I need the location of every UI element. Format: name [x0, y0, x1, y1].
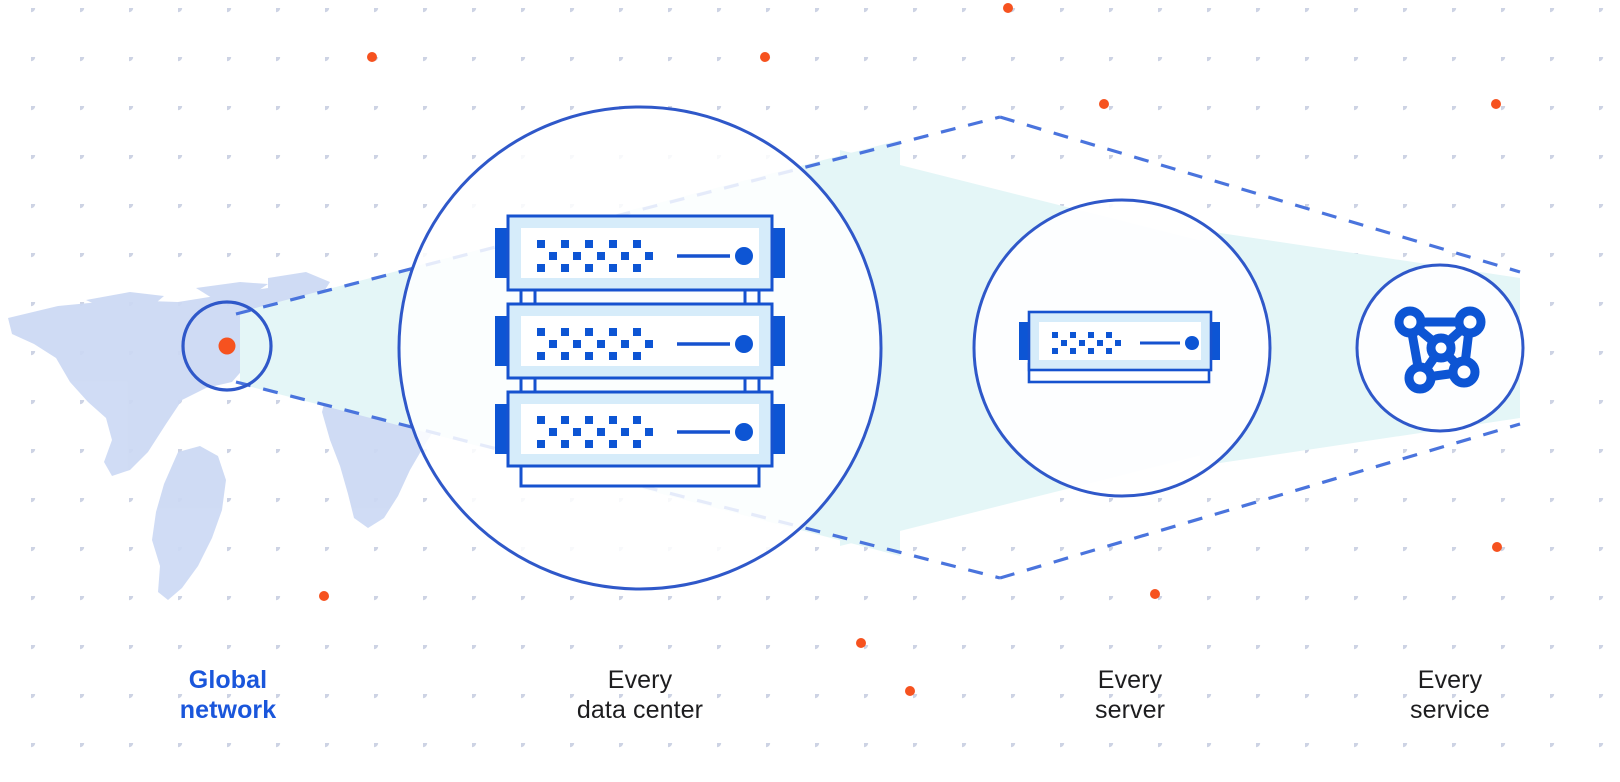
global-network-marker	[218, 337, 236, 355]
stage-bubble-global-network	[181, 300, 273, 392]
accent-dot	[1491, 99, 1501, 109]
server-unit	[495, 302, 785, 380]
service-mesh-nodes	[1394, 306, 1486, 394]
accent-dot	[760, 52, 770, 62]
server-rack-icon	[495, 214, 785, 488]
server-vent-grid	[537, 240, 653, 272]
single-server-icon	[1019, 310, 1220, 384]
server-status-led	[735, 423, 753, 441]
mesh-node-center	[1426, 333, 1456, 363]
accent-dot	[856, 638, 866, 648]
server-unit	[495, 390, 785, 468]
accent-dot	[905, 686, 915, 696]
dashed-line-upper-dc-service	[999, 115, 1521, 274]
accent-dot	[1492, 542, 1502, 552]
server-unit	[495, 214, 785, 292]
server-status-led	[735, 247, 753, 265]
accent-dot	[1099, 99, 1109, 109]
accent-dot	[1150, 589, 1160, 599]
server-vent-grid	[1052, 332, 1121, 354]
accent-dot-group	[319, 3, 1502, 696]
server-status-led	[1185, 336, 1199, 350]
mesh-node	[1448, 356, 1480, 388]
mesh-node	[1404, 362, 1436, 394]
dashed-line-lower-dc-service	[999, 422, 1521, 580]
accent-dot	[367, 52, 377, 62]
mesh-node	[1454, 306, 1486, 338]
server-status-led	[735, 335, 753, 353]
mesh-node	[1394, 306, 1426, 338]
accent-dot	[319, 591, 329, 601]
server-vent-grid	[537, 328, 653, 360]
accent-dot	[1003, 3, 1013, 13]
server-vent-grid	[537, 416, 653, 448]
